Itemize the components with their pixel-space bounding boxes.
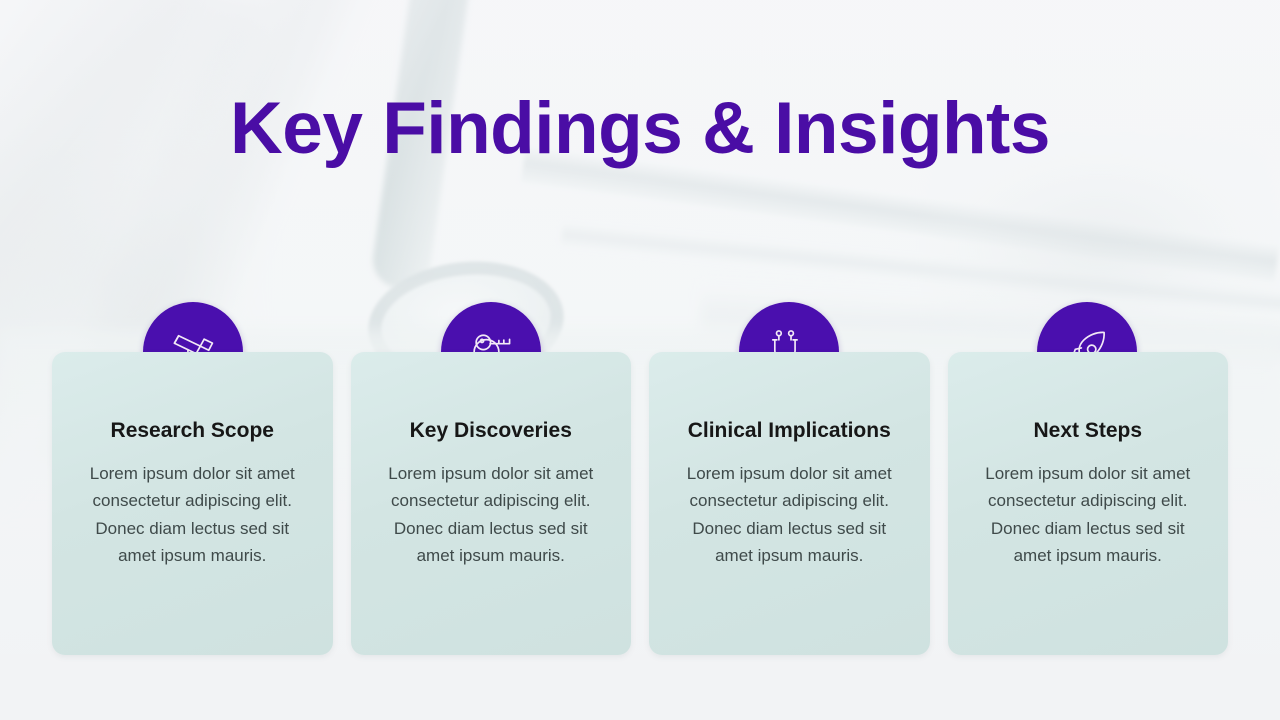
card-title: Key Discoveries bbox=[409, 419, 572, 442]
card-next-steps[interactable]: Next Steps Lorem ipsum dolor sit amet co… bbox=[947, 352, 1228, 655]
background-footer bbox=[0, 654, 1280, 720]
card-body: Lorem ipsum dolor sit amet consectetur a… bbox=[388, 463, 594, 566]
card-clinical-implications[interactable]: Clinical Implications Lorem ipsum dolor … bbox=[649, 352, 930, 655]
card-research-scope[interactable]: Research Scope Lorem ipsum dolor sit ame… bbox=[52, 352, 333, 655]
card-body: Lorem ipsum dolor sit amet consectetur a… bbox=[686, 463, 892, 566]
card-body: Lorem ipsum dolor sit amet consectetur a… bbox=[985, 463, 1191, 566]
card-title: Clinical Implications bbox=[687, 419, 891, 442]
page-title: Key Findings & Insights bbox=[230, 88, 1050, 169]
card-title: Research Scope bbox=[110, 419, 274, 442]
card-key-discoveries[interactable]: Key Discoveries Lorem ipsum dolor sit am… bbox=[350, 352, 631, 655]
card-title: Next Steps bbox=[1033, 419, 1143, 442]
card-body: Lorem ipsum dolor sit amet consectetur a… bbox=[89, 463, 295, 566]
cards-row: Research Scope Lorem ipsum dolor sit ame… bbox=[52, 352, 1228, 655]
